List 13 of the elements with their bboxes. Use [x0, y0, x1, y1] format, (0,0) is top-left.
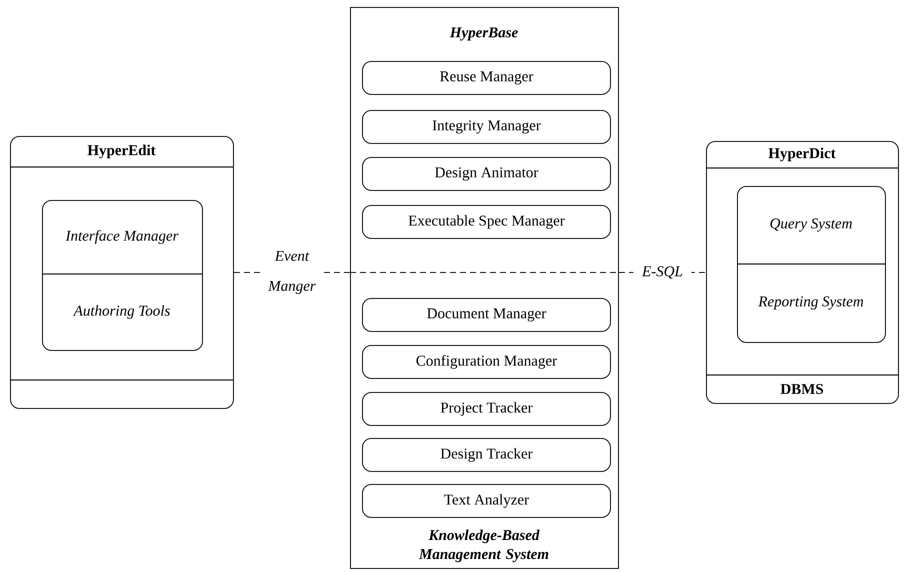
module-box: Text Analyzer: [362, 484, 611, 518]
split-box: Query System Reporting System: [736, 186, 886, 343]
module-box: Document Manager: [362, 298, 611, 332]
split-box: Interface Manager Authoring Tools: [42, 200, 203, 351]
module-box: Executable Spec Manager: [362, 205, 611, 239]
module-box: Configuration Manager: [362, 345, 611, 379]
module-box: Project Tracker: [362, 392, 611, 426]
edge-label: Event Manger: [262, 250, 321, 295]
edge-label: E-SQL: [633, 265, 692, 280]
module-box: Design Tracker: [362, 438, 611, 472]
module-box: Reuse Manager: [362, 61, 611, 95]
module-box: Design Animator: [362, 157, 611, 191]
module-box: Integrity Manager: [362, 110, 611, 144]
